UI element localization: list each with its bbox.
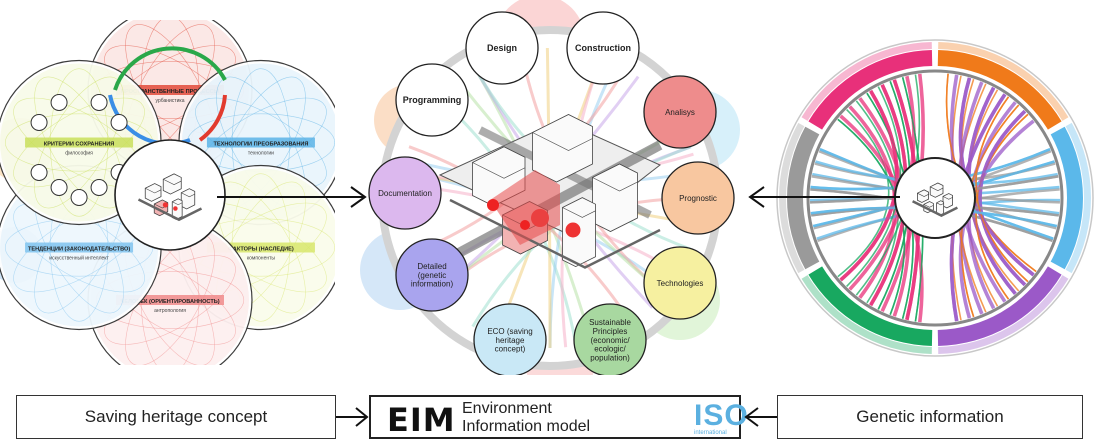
eim-title-line1: Environment xyxy=(462,400,552,417)
central-building xyxy=(438,114,663,269)
node-programming: Programming xyxy=(395,63,469,137)
node-design: Design xyxy=(465,11,539,85)
chord-segments xyxy=(779,42,1091,354)
chord-segment xyxy=(808,266,933,346)
genetic-information-label: Genetic information xyxy=(856,407,1004,426)
right-chord-diagram xyxy=(775,38,1095,358)
iso-subtitle: international xyxy=(694,430,727,436)
node-label: Documentation xyxy=(378,189,432,198)
criteria-icon xyxy=(90,179,108,196)
petal-sublabel: философия xyxy=(65,151,93,157)
center-process-svg: Design ConstructionAnalisysPrognosticTech… xyxy=(360,0,740,396)
node-label: (genetic xyxy=(418,271,446,280)
node-label: information) xyxy=(411,280,454,289)
criteria-icon xyxy=(30,164,48,181)
criteria-icon xyxy=(50,94,68,111)
eim-abbreviation: EIM xyxy=(387,401,456,439)
right-hub xyxy=(894,157,976,239)
petal-label-band xyxy=(25,242,134,253)
petal-label: ЧЕЛОВЕК (ОРИЕНТИРОВАННОСТЬ) xyxy=(120,299,219,305)
eim-box: EIM Environment Information model ISO in… xyxy=(369,395,748,439)
petal-label: ТЕНДЕНЦИИ (ЗАКОНОДАТЕЛЬСТВО) xyxy=(28,246,130,252)
node-label: heritage xyxy=(496,336,525,345)
petal-label-band xyxy=(116,85,224,95)
node-construction: Construction xyxy=(566,11,640,85)
node-label: ECO (saving xyxy=(487,327,532,336)
node-label: Design xyxy=(487,43,517,53)
saving-heritage-box: Saving heritage concept xyxy=(16,395,336,439)
node-label: Technologies xyxy=(657,279,704,288)
criteria-icon xyxy=(110,114,128,131)
chord-segment xyxy=(808,50,933,130)
saving-heritage-label: Saving heritage concept xyxy=(84,407,268,426)
node-label: Principles xyxy=(593,327,628,336)
iso-logo: ISO xyxy=(694,399,749,432)
petal-sublabel: искусственный интеллект xyxy=(49,255,109,262)
petal-sublabel: урбанистика xyxy=(156,98,185,104)
node-documentation: Documentation xyxy=(368,156,442,230)
petal-label: ПРОСТРАНСТВЕННЫЕ ПРОЦЕССЫ xyxy=(121,89,220,95)
criteria-icon xyxy=(70,189,88,206)
petal-sublabel: технологии xyxy=(248,151,274,157)
bottom-right-arrow xyxy=(744,407,778,427)
petal-label: ТЕХНОЛОГИИ ПРЕОБРАЗОВАНИЯ xyxy=(213,141,308,147)
petal-sublabel: компоненты xyxy=(247,256,276,262)
node-label: population) xyxy=(590,353,630,362)
eim-title-line2: Information model xyxy=(462,418,591,435)
genetic-information-box: Genetic information xyxy=(777,395,1083,439)
chord-segment xyxy=(937,266,1062,346)
chord-segment xyxy=(937,50,1062,130)
node-label: Prognostic xyxy=(679,194,717,203)
criteria-icon xyxy=(90,94,108,111)
bottom-left-arrow xyxy=(336,407,369,427)
left-petal-svg: ПРОСТРАНСТВЕННЫЕ ПРОЦЕССЫ урбанистикаТЕХН… xyxy=(0,7,344,383)
node-label: (economic/ xyxy=(590,336,630,345)
petal-label: ФАКТОРЫ (НАСЛЕДИЕ) xyxy=(228,246,294,252)
node-label: concept) xyxy=(495,345,526,354)
node-label: ecologic/ xyxy=(594,345,626,354)
petal-label: КРИТЕРИИ СОХРАНЕНИЯ xyxy=(44,141,115,147)
right-to-center-arrow xyxy=(748,186,900,208)
petal-label-band xyxy=(116,295,224,305)
node-label: Programming xyxy=(403,95,462,105)
right-chord-svg xyxy=(776,39,1094,357)
node-label: Construction xyxy=(575,43,631,53)
left-to-center-arrow xyxy=(217,186,367,208)
node-prognostic: Prognostic xyxy=(661,161,735,235)
node-sustainable: SustainablePrinciples(economic/ecologic/… xyxy=(573,303,647,377)
criteria-icon xyxy=(50,179,68,196)
node-technologies: Technologies xyxy=(643,246,717,320)
petal-sublabel: антропология xyxy=(154,308,186,314)
node-analisys: Analisys xyxy=(643,75,717,149)
petal-label-band xyxy=(25,137,134,148)
petal-label-band xyxy=(206,137,315,148)
chord-segment xyxy=(787,126,820,270)
node-label: Analisys xyxy=(665,108,695,117)
petal-label-band xyxy=(206,242,315,253)
node-label: Detailed xyxy=(417,262,446,271)
chord-segment xyxy=(1050,126,1083,270)
left-hub xyxy=(114,139,226,251)
node-label: Sustainable xyxy=(589,318,631,327)
criteria-icon xyxy=(30,114,48,131)
